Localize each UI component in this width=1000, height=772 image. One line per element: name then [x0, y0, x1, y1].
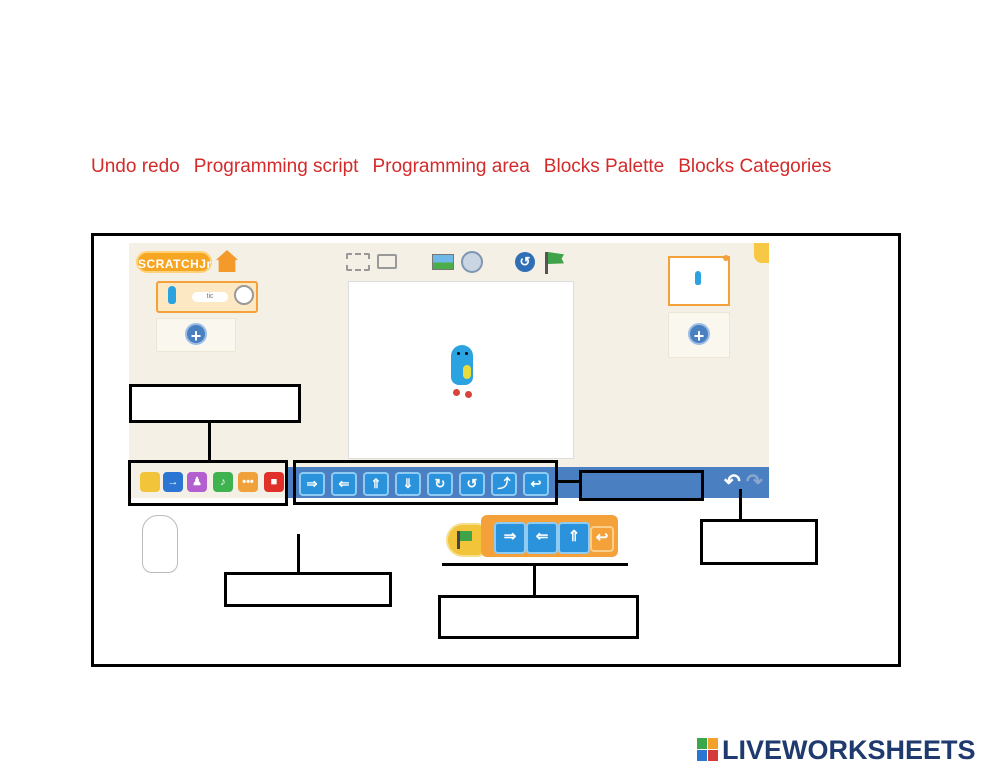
connector-line	[558, 480, 580, 483]
category-motion-icon: →	[163, 472, 183, 492]
word-bank-item[interactable]: Programming script	[193, 156, 359, 177]
answer-box[interactable]	[438, 595, 639, 639]
answer-box[interactable]	[700, 519, 818, 565]
category-control-icon: •••	[238, 472, 258, 492]
word-bank-item[interactable]: Blocks Palette	[543, 156, 665, 177]
category-sound-icon: ♪	[213, 472, 233, 492]
word-bank-item[interactable]: Programming area	[372, 156, 530, 177]
connector-line	[739, 489, 742, 519]
word-bank-item[interactable]: Blocks Categories	[678, 156, 832, 177]
liveworksheets-logo	[697, 738, 719, 762]
connector-line	[208, 423, 211, 460]
script-block: ↩	[590, 526, 614, 552]
liveworksheets-brand: LIVEWORKSHEETS	[722, 735, 976, 765]
palette-block: ⇐	[331, 472, 357, 496]
palette-block: ↺	[459, 472, 485, 496]
worksheet-frame	[91, 233, 901, 667]
trigger-flag-icon	[460, 531, 472, 541]
reset-icon: ↺	[515, 252, 535, 272]
palette-block: ↩	[523, 472, 549, 496]
category-looks-icon: ♟	[187, 472, 207, 492]
character-eye	[457, 352, 460, 355]
palette-block: ⤴	[491, 472, 517, 496]
add-page-icon: +	[688, 323, 710, 346]
sprite-name-field: tic	[192, 292, 228, 302]
script-block: ⇑	[558, 522, 590, 554]
category-end-icon: ■	[264, 472, 284, 492]
word-bank-item[interactable]: Undo redo	[91, 156, 180, 177]
connector-line	[533, 566, 536, 595]
background-icon	[432, 254, 454, 270]
categories-highlight	[128, 460, 288, 506]
script-underline	[442, 563, 628, 566]
script-block: ⇐	[526, 522, 558, 554]
answer-box[interactable]	[129, 384, 301, 423]
page-sprite-icon	[695, 271, 701, 285]
corner-tab	[754, 243, 769, 263]
palette-block: ⇓	[395, 472, 421, 496]
palette-highlight	[293, 460, 558, 505]
scratchjr-logo: SCRATCHJr	[136, 251, 212, 273]
paint-editor-icon	[234, 285, 254, 305]
fullscreen-icon	[346, 253, 370, 271]
palette-block: ↻	[427, 472, 453, 496]
add-sprite-icon: +	[185, 323, 207, 346]
script-block: ⇒	[494, 522, 526, 554]
character-eye	[465, 352, 468, 355]
page-delete-icon	[723, 255, 729, 261]
programming-area-highlight	[579, 470, 704, 501]
character-belly	[463, 365, 471, 379]
presentation-icon	[377, 254, 397, 269]
undo-icon: ↶	[724, 471, 741, 493]
character-foot	[453, 389, 460, 396]
redo-icon: ↷	[746, 471, 763, 493]
palette-block: ⇑	[363, 472, 389, 496]
word-bank: Undo redo Programming script Programming a…	[91, 156, 845, 178]
character-sprite	[451, 345, 473, 385]
category-triggering-icon	[140, 472, 160, 492]
home-icon	[216, 250, 238, 272]
text-icon	[461, 251, 483, 273]
palette-block: ⇒	[299, 472, 325, 496]
connector-line	[297, 534, 300, 572]
green-flag-icon	[548, 252, 564, 264]
answer-box[interactable]	[224, 572, 392, 607]
flag-pole	[545, 252, 548, 274]
sprite-thumb-icon	[168, 286, 176, 304]
page-thumbnail	[668, 256, 730, 306]
trigger-flag-pole	[457, 531, 460, 549]
character-foot	[465, 391, 472, 398]
ghost-sprite-outline	[142, 515, 178, 573]
